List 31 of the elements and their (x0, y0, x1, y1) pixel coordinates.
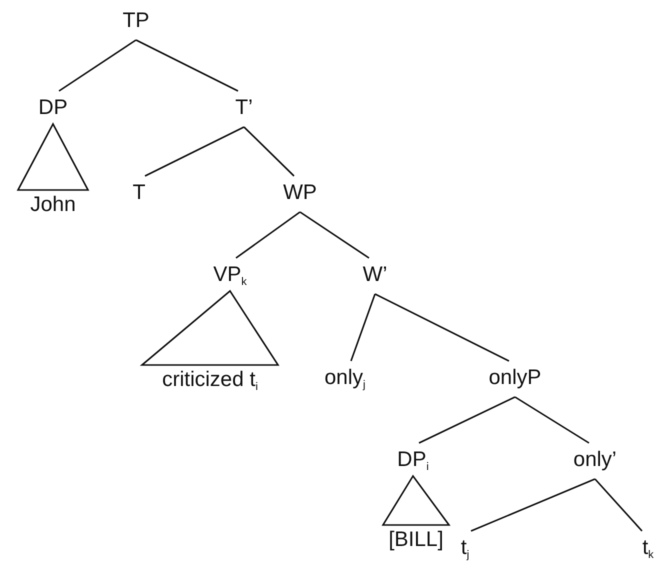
tree-node-label: t$_{k}$ (642, 535, 654, 561)
tree-node-label: John (30, 192, 76, 218)
triangle-roof (140, 290, 280, 366)
tree-node-label: only’ (573, 447, 617, 473)
triangle-roof (16, 122, 90, 191)
tree-node-label: TP (122, 8, 150, 34)
tree-node-label: VP$_{k}$ (213, 262, 247, 288)
branch-line (300, 211, 370, 259)
tree-node-label: criticized t$_{i}$ (162, 367, 258, 393)
tree-node-label: onlyP (488, 365, 542, 391)
triangle-roof (382, 474, 451, 526)
branch-line (136, 39, 238, 92)
branch-line (58, 39, 136, 92)
tree-node-label: W’ (362, 262, 388, 288)
branch-line (594, 478, 643, 532)
tree-node-label: DP (38, 95, 68, 121)
tree-node-label: DP$_{i}$ (397, 447, 429, 473)
tree-node-label: [BILL] (388, 527, 444, 553)
branch-line (144, 126, 244, 177)
branch-line (350, 294, 376, 362)
tree-node-label: t$_{j}$ (460, 535, 470, 561)
tree-node-label: T (132, 180, 146, 206)
branch-line (243, 126, 295, 177)
tree-node-label: WP (283, 180, 317, 206)
branch-line (236, 211, 300, 259)
branch-line (418, 396, 516, 444)
branch-line (514, 396, 590, 444)
branch-line (470, 478, 596, 532)
branch-line (374, 293, 510, 362)
tree-node-label: T’ (235, 95, 253, 121)
tree-node-label: only$_{j}$ (324, 365, 366, 391)
